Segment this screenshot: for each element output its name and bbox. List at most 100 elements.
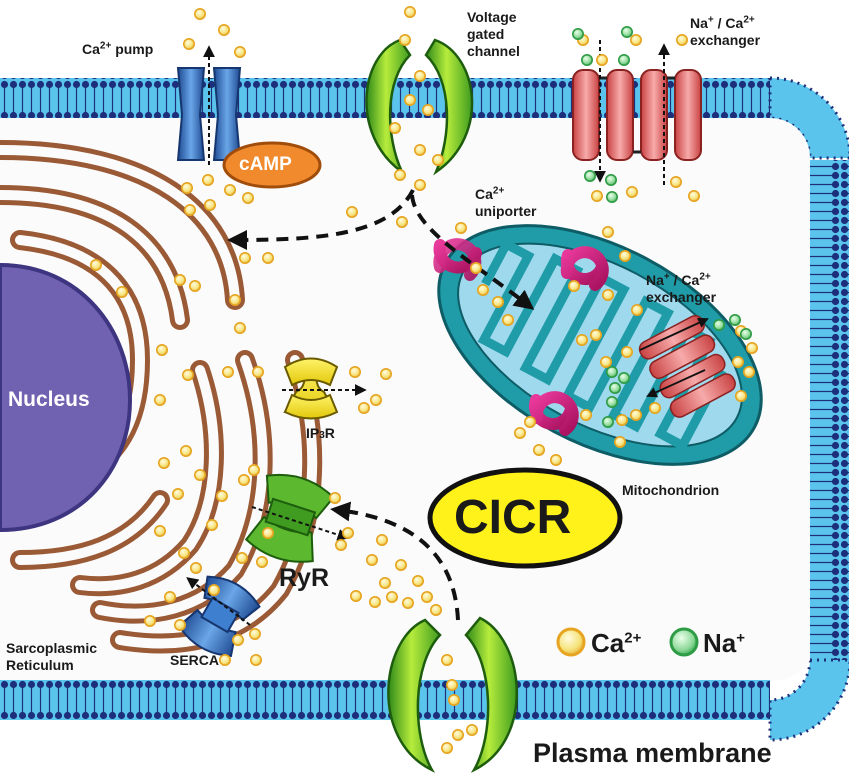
na-ca-exchanger-top-label: Na+ / Ca2+ exchanger	[690, 14, 761, 48]
calcium-ion	[501, 313, 514, 326]
sodium-ion	[712, 318, 725, 331]
calcium-ion	[208, 583, 221, 596]
calcium-ion	[440, 741, 453, 754]
ca-pump	[176, 45, 242, 165]
calcium-ion	[249, 627, 262, 640]
calcium-ion	[181, 182, 194, 195]
calcium-ion	[615, 413, 628, 426]
calcium-ion	[328, 491, 341, 504]
calcium-ion	[154, 524, 167, 537]
flow-arrows	[227, 189, 535, 621]
calcium-ion	[549, 453, 562, 466]
sodium-ion	[583, 170, 596, 183]
calcium-ion	[174, 273, 187, 286]
sodium-ion	[617, 371, 630, 384]
calcium-ion	[513, 426, 526, 439]
calcium-ion	[613, 435, 626, 448]
calcium-ion	[601, 288, 614, 301]
sodium-ion	[605, 395, 618, 408]
calcium-ion	[395, 216, 408, 229]
mitochondrion-label: Mitochondrion	[622, 482, 720, 498]
calcium-ion	[172, 487, 185, 500]
sodium-ion	[601, 415, 614, 428]
calcium-ion	[567, 279, 580, 292]
calcium-ion	[454, 222, 467, 235]
camp-ellipse	[222, 141, 322, 189]
calcium-ion	[164, 590, 177, 603]
legend-na-swatch	[669, 627, 699, 657]
calcium-ion	[144, 614, 157, 627]
calcium-ion	[393, 169, 406, 182]
calcium-ion	[620, 345, 633, 358]
ca-pump-label: Ca2+ pump	[82, 40, 154, 57]
nucleus	[0, 262, 133, 533]
sodium-ion	[605, 191, 618, 204]
sodium-ion	[620, 25, 633, 38]
calcium-ion	[440, 653, 453, 666]
calcium-ion	[421, 104, 434, 117]
calcium-ion	[252, 365, 265, 378]
calcium-ion	[731, 355, 744, 368]
calcium-ion	[154, 393, 167, 406]
calcium-ion	[345, 206, 358, 219]
calcium-ion	[242, 192, 255, 205]
sodium-ion	[604, 174, 617, 187]
sarcoplasmic-reticulum-label: Sarcoplasmic Reticulum	[6, 640, 98, 673]
calcium-ion	[618, 250, 631, 263]
calcium-ion	[182, 368, 195, 381]
sodium-ion	[580, 53, 593, 66]
calcium-ion	[261, 526, 274, 539]
calcium-ion	[401, 596, 414, 609]
calcium-ion	[250, 653, 263, 666]
legend-na-label: Na+	[703, 628, 746, 658]
calcium-ion	[411, 574, 424, 587]
calcium-ion	[451, 728, 464, 741]
calcium-ion	[190, 561, 203, 574]
calcium-ion	[184, 204, 197, 217]
calcium-ion	[224, 184, 237, 197]
calcium-ion	[194, 8, 207, 20]
legend-ca-label: Ca2+	[591, 628, 642, 658]
calcium-ion	[599, 355, 612, 368]
serca-label: SERCA	[170, 652, 220, 668]
calcium-ion	[365, 553, 378, 566]
cicr-badge	[427, 467, 623, 569]
calcium-ion	[629, 33, 642, 46]
calcium-ion	[202, 174, 215, 187]
calcium-ion	[745, 341, 758, 354]
calcium-ion	[388, 122, 401, 135]
calcium-ion	[183, 37, 196, 50]
nucleus-label: Nucleus	[8, 388, 90, 411]
legend	[556, 627, 699, 657]
calcium-ion	[255, 555, 268, 568]
calcium-ion	[261, 252, 274, 265]
calcium-ion	[156, 343, 169, 356]
calcium-ion	[229, 293, 242, 306]
calcium-ion	[630, 303, 643, 316]
calcium-ion	[429, 603, 442, 616]
calcium-ion	[234, 321, 247, 334]
calcium-ion	[625, 186, 638, 199]
calcium-ion	[357, 401, 370, 414]
calcium-ion	[532, 443, 545, 456]
calcium-ion	[378, 576, 391, 589]
calcium-ion	[116, 285, 129, 298]
calcium-ion	[180, 444, 193, 457]
calcium-ion	[194, 468, 207, 481]
calcium-ion	[158, 456, 171, 469]
ca-uniporter-label: Ca2+ uniporter	[475, 185, 537, 219]
calcium-ion	[523, 415, 536, 428]
ryr-label: RyR	[279, 564, 330, 592]
calcium-ion	[206, 518, 219, 531]
calcium-ion	[398, 33, 411, 46]
calcium-ion	[742, 365, 755, 378]
calcium-ion	[403, 6, 416, 18]
calcium-ion	[445, 678, 458, 691]
sodium-ions	[571, 25, 752, 428]
calcium-ion	[648, 401, 661, 414]
calcium-ion	[420, 590, 433, 603]
calcium-ion	[669, 176, 682, 189]
calcium-ion	[491, 295, 504, 308]
calcium-ion	[232, 633, 245, 646]
